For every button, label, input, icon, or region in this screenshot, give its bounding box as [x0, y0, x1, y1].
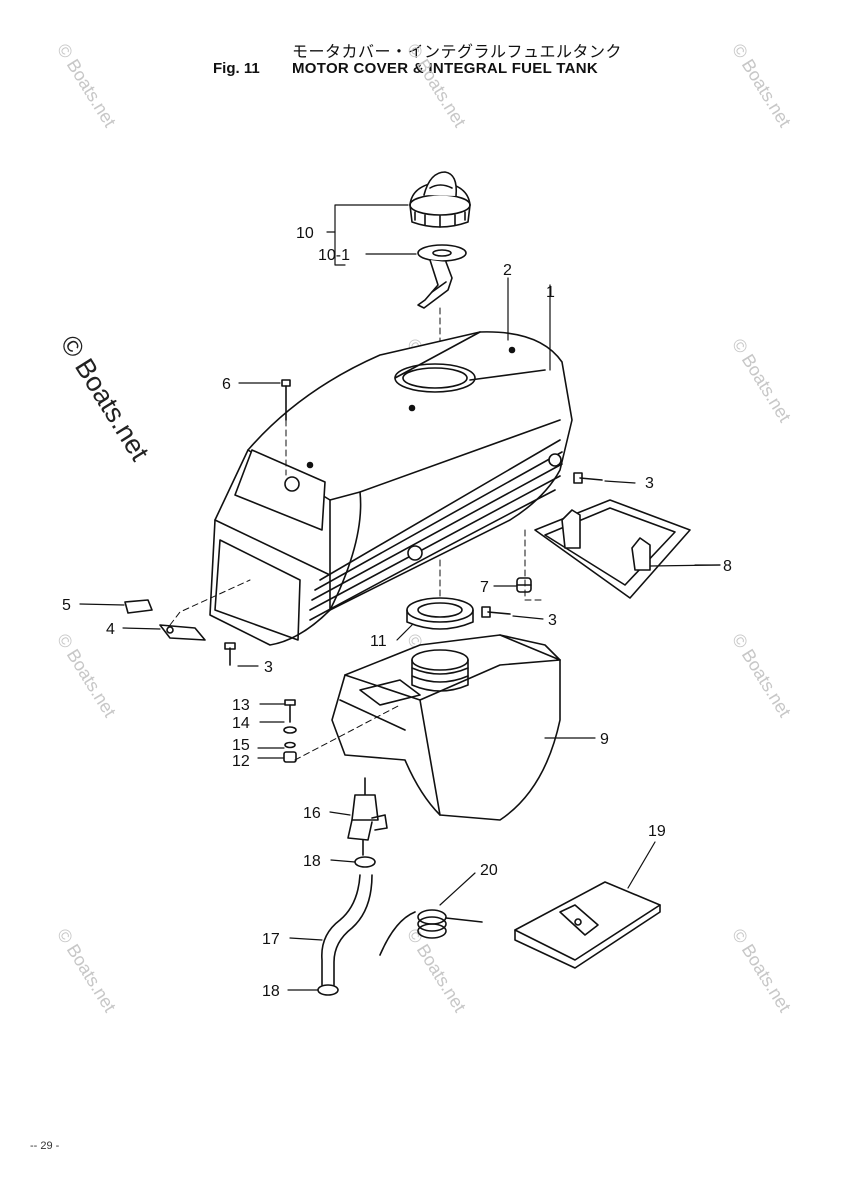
filler-neck-seal [406, 597, 474, 630]
integral-fuel-tank [331, 634, 561, 821]
part-label-7: 7 [480, 579, 489, 596]
part-label-13: 13 [232, 697, 250, 714]
part-label-4: 4 [106, 621, 115, 638]
part-label-11: 11 [370, 633, 387, 650]
washer [284, 741, 296, 749]
part-label-5: 5 [62, 597, 71, 614]
part-label-18: 18 [303, 853, 321, 870]
bolt [481, 606, 511, 618]
hose-clip [354, 856, 376, 868]
screw [281, 379, 291, 421]
part-label-19: 19 [648, 823, 666, 840]
part-label-8: 8 [723, 558, 732, 575]
hose-clip [317, 984, 339, 996]
part-label-17: 17 [262, 931, 280, 948]
plate [159, 624, 206, 641]
part-label-16: 16 [303, 805, 321, 822]
figure-number: Fig. 11 [213, 60, 260, 77]
part-label-3: 3 [548, 612, 557, 629]
part-label-3: 3 [645, 475, 654, 492]
part-label-15: 15 [232, 737, 250, 754]
fuel-cap [409, 171, 471, 228]
motor-cover [209, 331, 573, 646]
page-number: -- 29 - [30, 1140, 60, 1152]
bolt [573, 472, 603, 484]
grommet [516, 577, 532, 593]
part-label-12: 12 [232, 753, 250, 770]
bolt [284, 699, 296, 723]
part-label-1: 1 [546, 284, 555, 301]
spring-clip [379, 909, 483, 956]
part-label-18: 18 [262, 983, 280, 1000]
part-label-10-1: 10-1 [318, 247, 350, 264]
collar [283, 751, 297, 763]
washer [283, 726, 297, 734]
lower-cover-piece [534, 499, 691, 599]
tool-bag [514, 881, 661, 969]
fuel-cock [347, 777, 388, 856]
fuel-hose [321, 874, 373, 986]
part-label-9: 9 [600, 731, 609, 748]
bolt [224, 642, 236, 666]
part-label-2: 2 [503, 262, 512, 279]
part-label-3: 3 [264, 659, 273, 676]
figure-title-english: MOTOR COVER & INTEGRAL FUEL TANK [292, 60, 598, 77]
part-label-14: 14 [232, 715, 250, 732]
part-label-6: 6 [222, 376, 231, 393]
clip [124, 599, 153, 614]
part-label-20: 20 [480, 862, 498, 879]
figure-title-japanese: モータカバー・インテグラルフュエルタンク [292, 44, 623, 61]
part-label-10: 10 [296, 225, 314, 242]
cap-gasket [417, 244, 467, 309]
